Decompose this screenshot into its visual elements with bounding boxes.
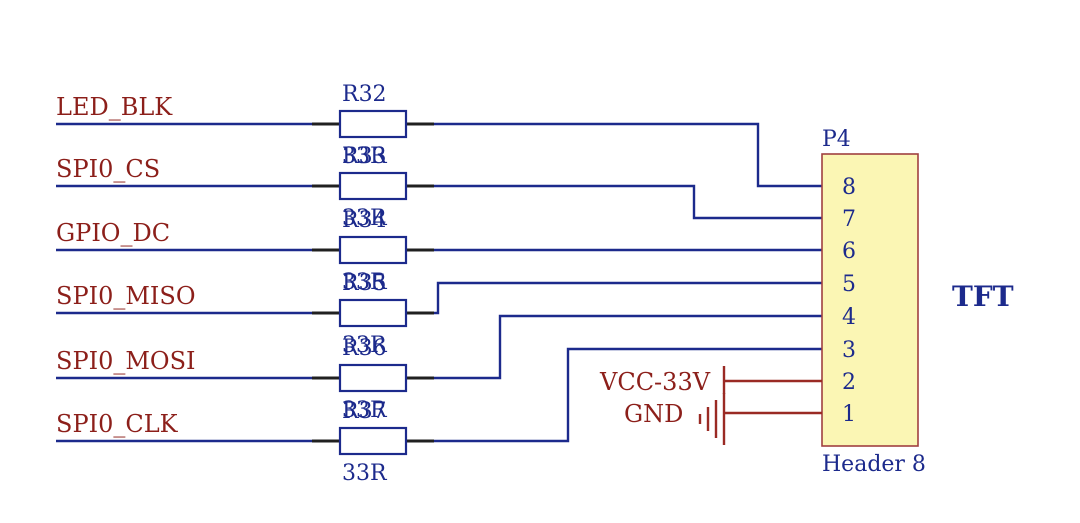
header-body xyxy=(821,153,919,447)
gnd-label: GND xyxy=(624,400,683,428)
module-label: TFT xyxy=(952,280,1014,313)
resistor-r36 xyxy=(338,363,408,393)
wire-out-spi0_mosi xyxy=(434,314,822,380)
wire-out-spi0_clk xyxy=(434,347,822,443)
header-designator: P4 xyxy=(822,127,851,152)
pin-number-8: 8 xyxy=(842,175,856,200)
designator-r32: R32 xyxy=(342,82,387,107)
pin-number-1: 1 xyxy=(842,402,856,427)
header-p4: P4 Header 8 8 7 6 5 4 3 2 1 xyxy=(821,127,926,477)
value-r34: 33R xyxy=(342,270,388,295)
pin-number-6: 6 xyxy=(842,239,856,264)
resistor-r35 xyxy=(338,298,408,328)
resistor-r33 xyxy=(338,171,408,201)
header-name: Header 8 xyxy=(822,452,926,477)
value-r33: 33R xyxy=(342,206,388,231)
pin-number-7: 7 xyxy=(842,207,856,232)
header-pin-numbers: 8 7 6 5 4 3 2 1 xyxy=(842,175,856,427)
ground-symbol xyxy=(698,393,726,445)
net-label-gpio_dc: GPIO_DC xyxy=(56,219,170,247)
resistor-r32 xyxy=(338,109,408,139)
designator-r36: R36 xyxy=(342,336,387,361)
pin-number-4: 4 xyxy=(842,305,856,330)
pin-number-2: 2 xyxy=(842,370,856,395)
net-label-led_blk: LED_BLK xyxy=(56,93,173,121)
pin-number-3: 3 xyxy=(842,338,856,363)
value-r36: 33R xyxy=(342,398,388,423)
net-label-spi0_cs: SPI0_CS xyxy=(56,155,160,183)
designator-r37: R37 xyxy=(342,399,387,424)
value-r35: 33R xyxy=(342,333,388,358)
value-r37: 33R xyxy=(342,461,388,486)
designator-r34: R34 xyxy=(342,208,387,233)
designator-r35: R35 xyxy=(342,271,387,296)
designator-r33: R33 xyxy=(342,144,387,169)
wire-out-led_blk xyxy=(434,122,822,188)
wires-layer xyxy=(56,122,822,443)
resistor-r34 xyxy=(338,235,408,265)
resistor-r37 xyxy=(338,426,408,456)
net-label-spi0_miso: SPI0_MISO xyxy=(56,282,196,310)
pin-number-5: 5 xyxy=(842,272,856,297)
net-label-spi0_clk: SPI0_CLK xyxy=(56,410,179,438)
net-label-spi0_mosi: SPI0_MOSI xyxy=(56,347,196,375)
wire-out-spi0_miso xyxy=(434,281,822,315)
value-r32: 33R xyxy=(342,144,388,169)
vcc-label: VCC-33V xyxy=(599,368,711,396)
power-section: VCC-33V GND xyxy=(599,366,822,445)
wire-out-spi0_cs xyxy=(434,184,822,220)
